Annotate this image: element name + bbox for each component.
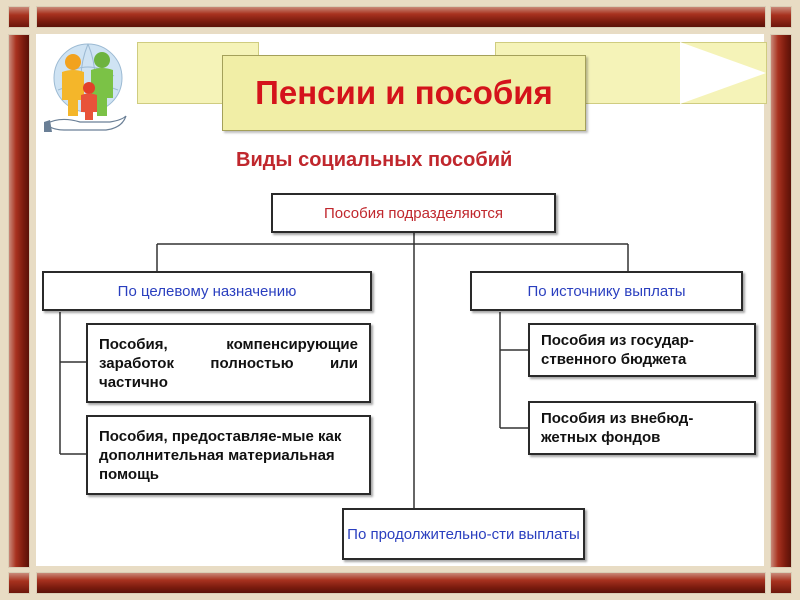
group-source: По источнику выплаты — [470, 271, 743, 311]
frame-corner-top-right — [770, 6, 792, 28]
frame-bar-top — [36, 6, 766, 28]
group-purpose: По целевому назначению — [42, 271, 372, 311]
frame-bar-left — [8, 34, 30, 568]
frame-corner-bottom-left — [8, 572, 30, 594]
frame-corner-top-left — [8, 6, 30, 28]
item-additional-aid: Пособия, предоставляе-мые как дополнител… — [86, 415, 371, 495]
title-banner: Пенсии и пособия — [222, 55, 586, 131]
frame-corner-bottom-right — [770, 572, 792, 594]
family-hand-icon — [40, 38, 130, 134]
frame-bar-bottom — [36, 572, 766, 594]
frame-bar-right — [770, 34, 792, 568]
item-off-budget-funds: Пособия из внебюд-жетных фондов — [528, 401, 756, 455]
group-duration: По продолжительно-сти выплаты — [342, 508, 585, 560]
ribbon-notch — [680, 42, 766, 104]
slide-title: Пенсии и пособия — [255, 74, 553, 111]
item-state-budget: Пособия из государ-ственного бюджета — [528, 323, 756, 377]
root-node: Пособия подразделяются — [271, 193, 556, 233]
item-compensating: Пособия, компенсирующие заработок полнос… — [86, 323, 371, 403]
slide-subtitle: Виды социальных пособий — [236, 149, 513, 171]
